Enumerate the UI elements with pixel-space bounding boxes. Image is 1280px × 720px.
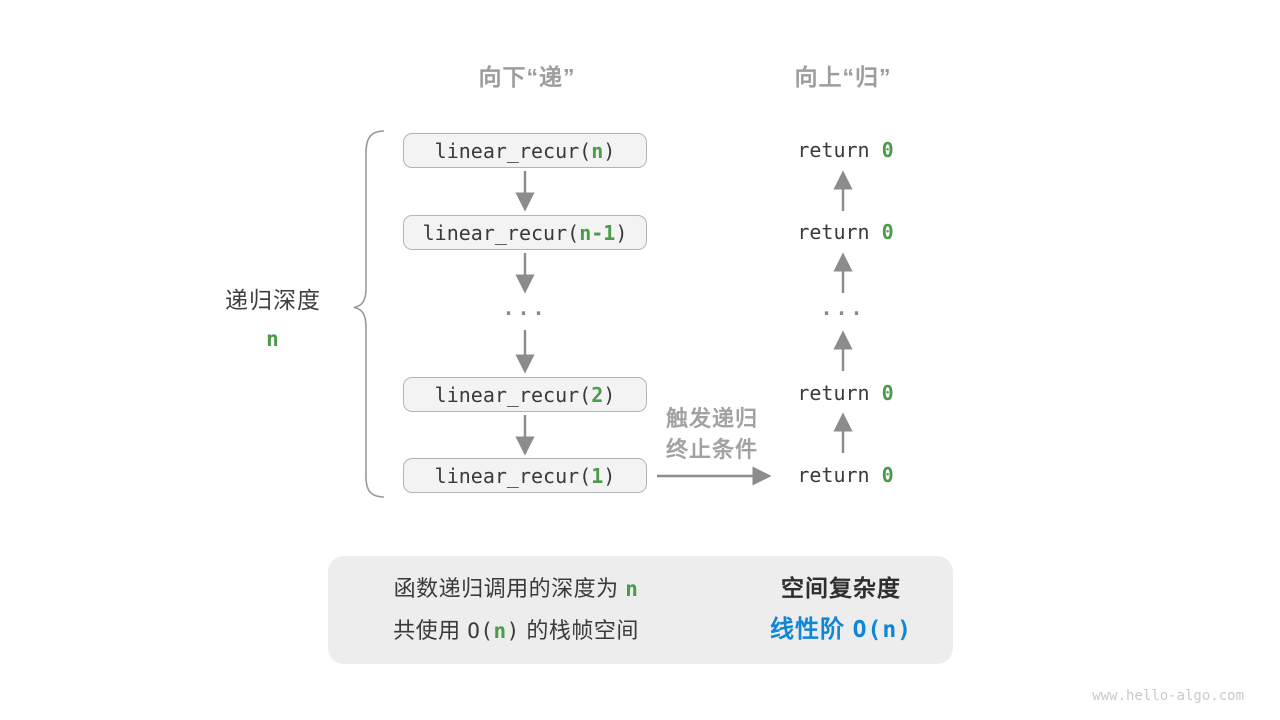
return-ellipsis: ... (820, 296, 866, 320)
return-text: return (797, 220, 870, 244)
call-text: ) (603, 382, 616, 407)
call-text: linear_recur( (434, 382, 592, 407)
summary-line2-text2: 的栈帧空间 (519, 618, 639, 643)
depth-label-text: 递归深度 (225, 287, 321, 313)
space-complexity-value: 线性阶 O(n) (756, 609, 926, 651)
header-upward-return: 向上“归” (794, 64, 892, 90)
return-text: return (797, 463, 870, 487)
call-text: linear_recur( (434, 138, 592, 163)
summary-line2-bigO-open: O( (467, 619, 494, 643)
complexity-summary-box: 函数递归调用的深度为 n 共使用 O(n) 的栈帧空间 空间复杂度 线性阶 O(… (328, 556, 953, 664)
return-row-1: return 0 (763, 137, 928, 163)
summary-line2-arg: n (493, 619, 507, 643)
summary-line2-text: 共使用 (393, 618, 468, 643)
depth-brace (353, 130, 385, 498)
call-arg: n (591, 138, 604, 163)
call-text: linear_recur( (434, 463, 592, 488)
call-box-2: linear_recur(2) (403, 377, 647, 412)
base-case-line1: 触发递归 (665, 406, 758, 431)
call-text: ) (603, 463, 616, 488)
summary-line1-arg: n (625, 577, 639, 601)
depth-value: n (266, 327, 280, 351)
base-case-label: 触发递归 终止条件 (642, 403, 782, 465)
return-row-2: return 0 (763, 219, 928, 245)
return-text: return (797, 138, 870, 162)
summary-result: 空间复杂度 线性阶 O(n) (756, 568, 926, 651)
call-text: linear_recur( (422, 220, 580, 245)
summary-line1-text: 函数递归调用的深度为 (393, 576, 626, 601)
return-value: 0 (881, 138, 894, 162)
call-box-n: linear_recur(n) (403, 133, 647, 168)
return-value: 0 (881, 463, 894, 487)
base-case-line2: 终止条件 (665, 437, 758, 462)
summary-statement: 函数递归调用的深度为 n 共使用 O(n) 的栈帧空间 (366, 568, 666, 652)
summary-line2: 共使用 O(n) 的栈帧空间 (366, 610, 666, 652)
header-downward-recurse: 向下“递” (478, 64, 576, 90)
return-row-4: return 0 (763, 462, 928, 488)
call-arg: 1 (591, 463, 604, 488)
call-box-n-1: linear_recur(n-1) (403, 215, 647, 250)
call-text: ) (603, 138, 616, 163)
site-watermark: www.hello-algo.com (1092, 688, 1244, 704)
space-complexity-title: 空间复杂度 (781, 575, 901, 601)
call-arg: 2 (591, 382, 604, 407)
call-text: ) (615, 220, 628, 245)
summary-line1: 函数递归调用的深度为 n (366, 568, 666, 610)
call-box-1: linear_recur(1) (403, 458, 647, 493)
complexity-order-text: 线性阶 (769, 616, 853, 643)
return-text: return (797, 381, 870, 405)
return-value: 0 (881, 220, 894, 244)
call-arg: n-1 (579, 220, 616, 245)
return-value: 0 (881, 381, 894, 405)
depth-label-group: 递归深度 n (198, 281, 348, 351)
return-row-3: return 0 (763, 380, 928, 406)
complexity-notation: O(n) (852, 617, 913, 643)
call-ellipsis: ... (502, 296, 548, 320)
summary-line2-bigO-close: ) (506, 619, 520, 643)
